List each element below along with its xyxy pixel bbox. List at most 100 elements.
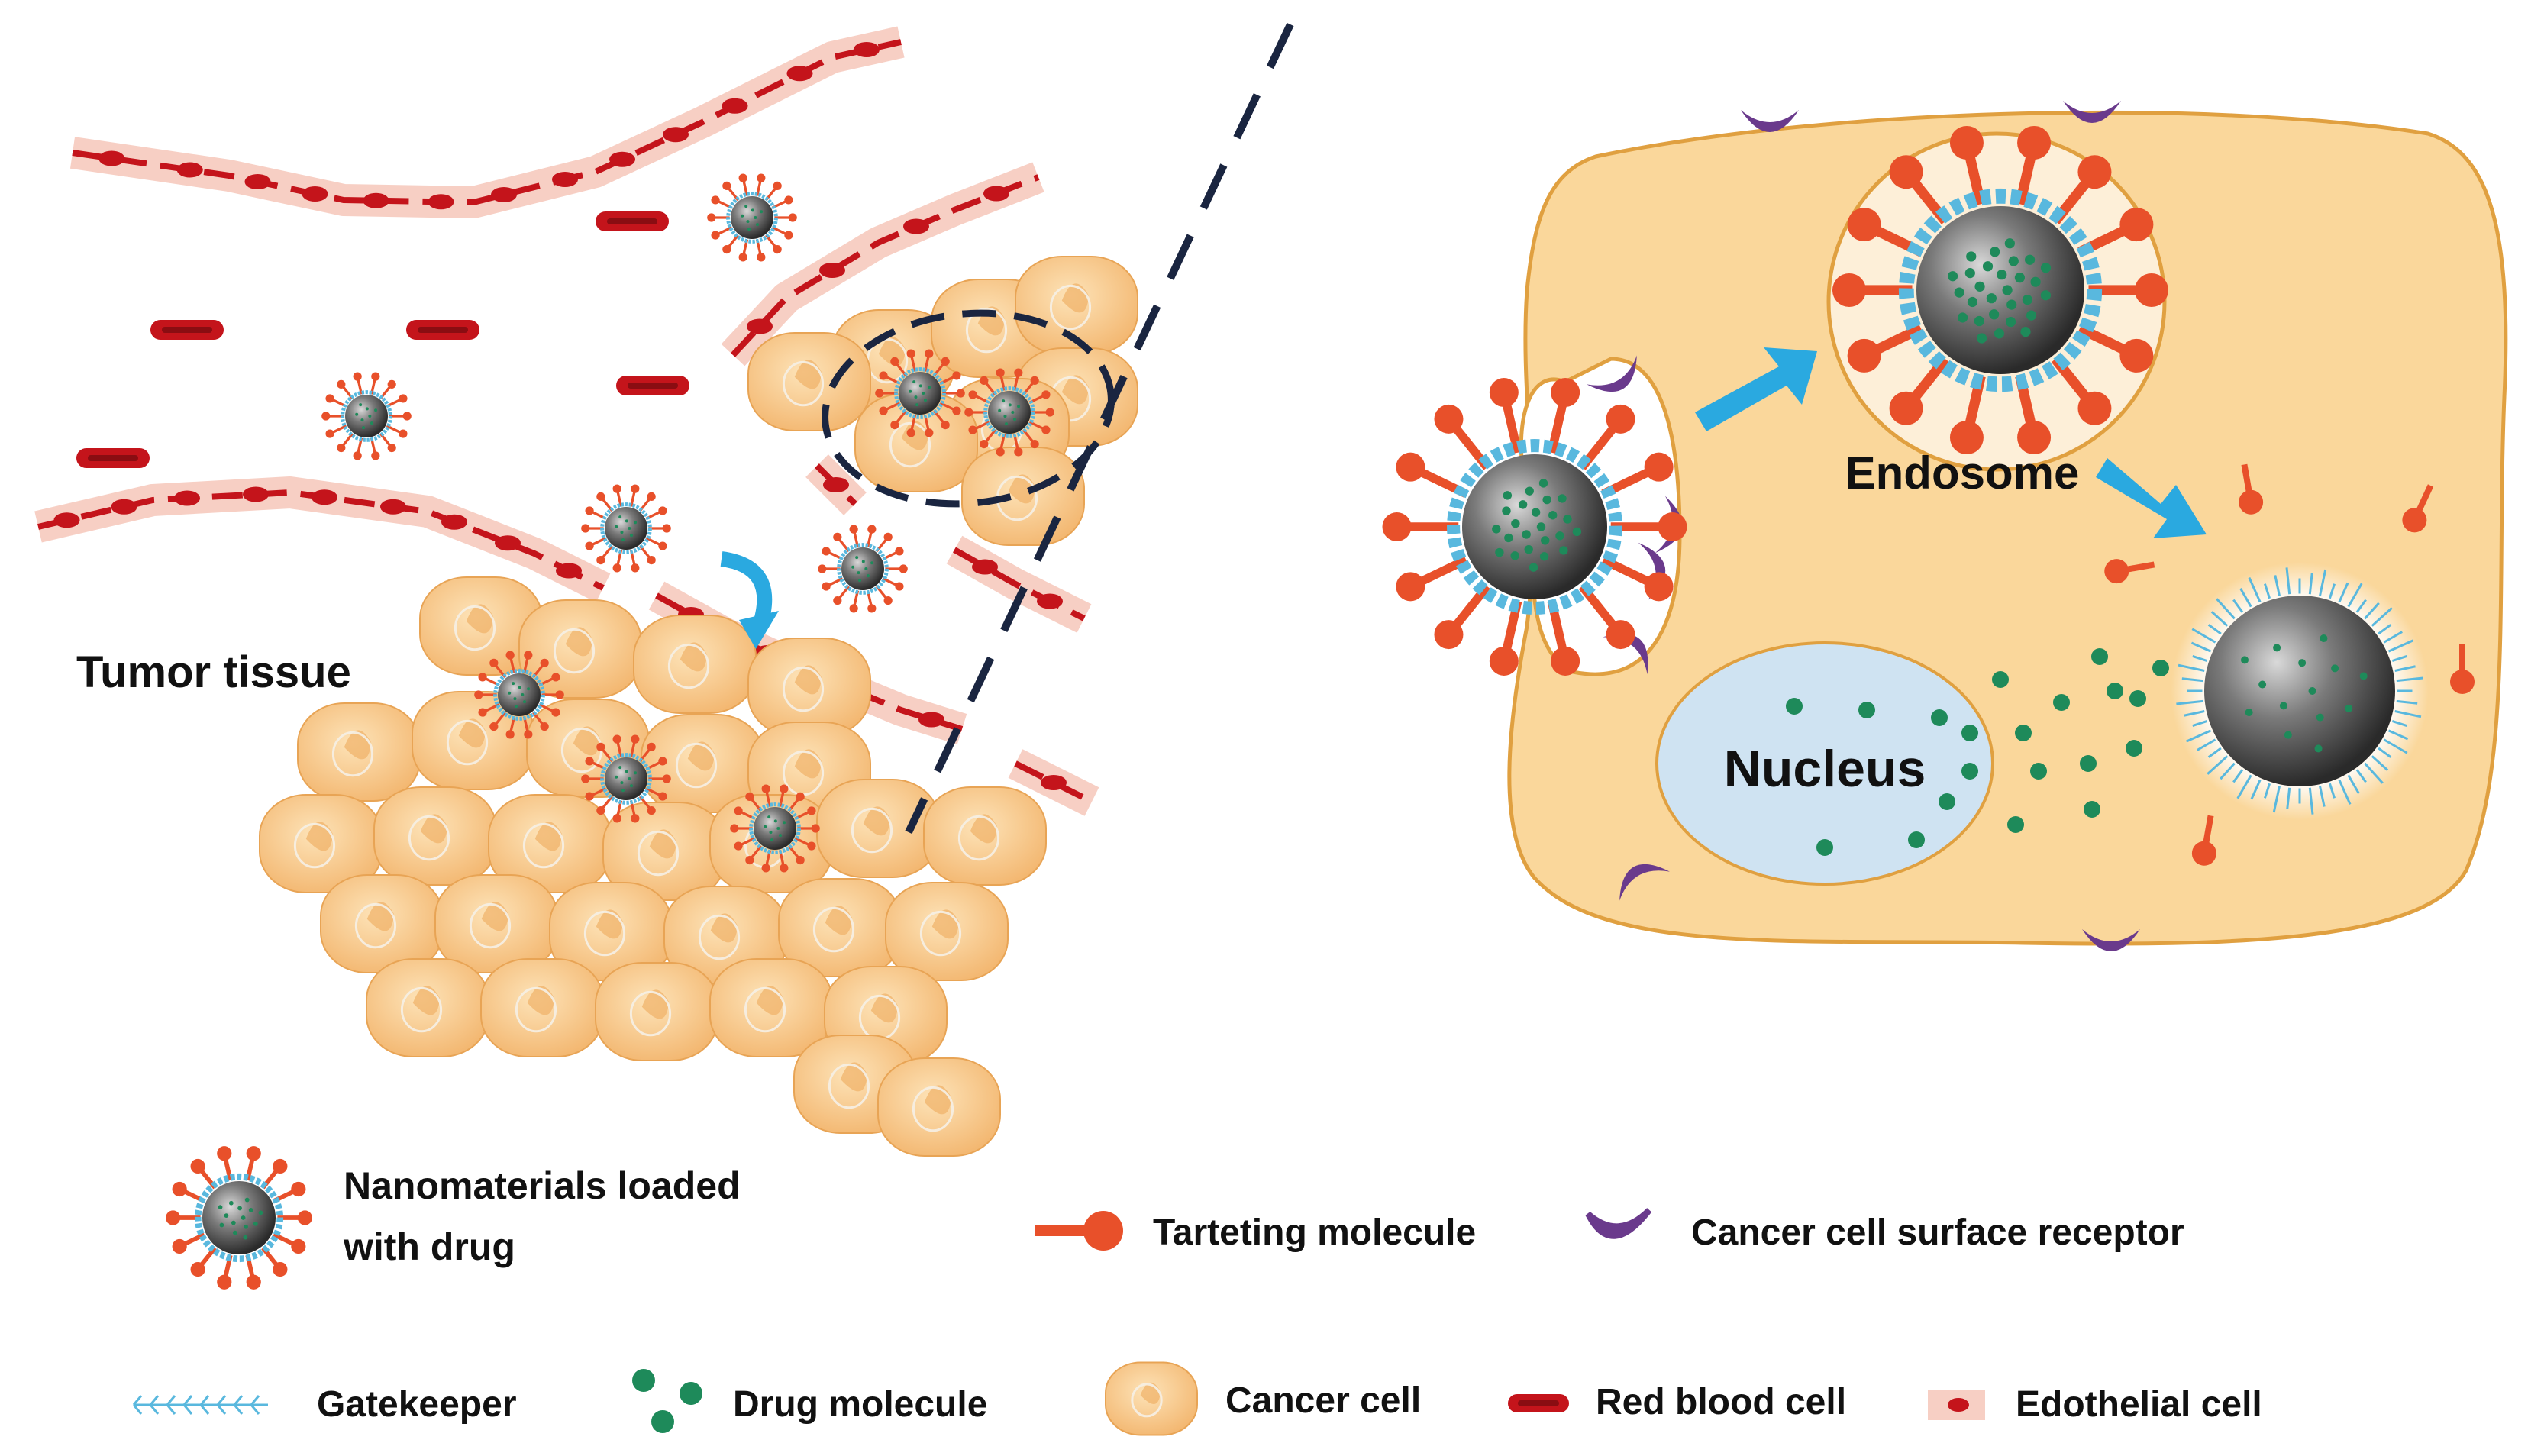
cancer-cell [633, 615, 757, 714]
cancer-cell [709, 958, 833, 1057]
red-blood-cell [406, 320, 479, 340]
cancer-cell [778, 878, 902, 977]
legend-targeting-label: Tarteting molecule [1153, 1212, 1476, 1253]
surface-receptor [2082, 929, 2140, 951]
legend-cancer-cell-icon [1105, 1361, 1198, 1436]
cancer-cell [412, 691, 535, 790]
drug-molecule [1908, 831, 1925, 848]
surface-receptor [1741, 110, 1799, 132]
cancer-cell [877, 1057, 1001, 1157]
released-nanoparticle [2171, 562, 2429, 820]
vessel-wall-bottom-left [34, 476, 611, 602]
legend-endothelial-icon [1928, 1390, 1985, 1420]
targeting-molecule [2402, 484, 2434, 533]
legend-cancer-cell-label: Cancer cell [1225, 1380, 1421, 1421]
nanoparticle [730, 784, 820, 873]
divider-dashed-line [905, 22, 1294, 835]
red-blood-cells [76, 211, 689, 468]
red-blood-cell [596, 211, 669, 231]
cancer-cell [595, 962, 718, 1061]
legend-nanomaterials-line2: with drug [343, 1225, 515, 1268]
drug-molecule [1961, 725, 1978, 741]
cancer-cell [747, 638, 871, 737]
released-targeting-molecules [2104, 463, 2475, 866]
legend-endothelial-label: Edothelial cell [2016, 1384, 2262, 1425]
drug-molecule [2084, 801, 2100, 818]
cancer-cell [923, 786, 1047, 886]
drug-molecule [1931, 709, 1948, 726]
cancer-cell [961, 447, 1085, 546]
legend-nanomaterial-icon [166, 1146, 312, 1290]
cancer-cell [1015, 256, 1138, 355]
targeting-molecule [2104, 559, 2155, 584]
drug-molecule [2007, 816, 2024, 833]
cancer-cell [419, 576, 543, 676]
legend-rbc-label: Red blood cell [1596, 1382, 1846, 1422]
cancer-cell [518, 599, 642, 699]
drug-molecule [2015, 725, 2032, 741]
cancer-cell [434, 874, 558, 973]
targeting-molecule [2450, 644, 2475, 694]
cancer-cell [816, 779, 940, 878]
label-endosome: Endosome [1845, 447, 2080, 499]
highlight-ellipse [822, 309, 1115, 508]
targeting-molecule [2191, 815, 2216, 866]
entering-nanoparticle [1382, 378, 1687, 676]
cancer-cell [602, 802, 726, 901]
surface-receptor [1603, 634, 1648, 675]
vessel-wall-fragment-lower [1008, 749, 1099, 816]
released-drug-molecules [1786, 648, 2169, 856]
drug-molecule [2091, 648, 2108, 665]
legend-drug-label: Drug molecule [733, 1384, 987, 1425]
drug-molecule [1992, 671, 2009, 688]
nanoparticle [818, 525, 908, 613]
legend-gatekeeper-icon [132, 1395, 268, 1415]
red-blood-cell [150, 320, 224, 340]
label-nucleus: Nucleus [1724, 740, 1926, 798]
vessel-wall-top-right [721, 162, 1044, 366]
nanoparticle [964, 368, 1054, 457]
drug-molecule [2030, 763, 2047, 780]
nanoparticle [581, 484, 671, 573]
nanoparticle [707, 173, 797, 262]
blood-vessel-walls [34, 26, 1099, 816]
circulating-nanoparticles [321, 173, 1054, 873]
cancer-cell [885, 882, 1009, 981]
vessel-wall-fragment-right [946, 535, 1092, 633]
legend-drug-icon [632, 1369, 702, 1433]
cancer-cell [366, 958, 489, 1057]
cancer-cell [1105, 1361, 1198, 1436]
drug-molecule [2107, 683, 2123, 699]
surface-receptor [1587, 355, 1637, 392]
label-tumor-tissue: Tumor tissue [76, 647, 351, 697]
nanoparticle [474, 651, 564, 739]
targeting-molecule [2239, 463, 2264, 515]
drug-molecule [1786, 698, 1803, 715]
drug-molecule [2080, 755, 2097, 772]
drug-molecule [2129, 690, 2146, 707]
cancer-cell [259, 794, 383, 893]
drug-molecule [2053, 694, 2070, 711]
transport-arrows [1695, 347, 2207, 538]
vessel-wall-fragment [805, 454, 867, 515]
nanoparticle [875, 349, 965, 437]
surface-receptor [1619, 864, 1670, 901]
drug-molecule [1858, 702, 1875, 718]
nanoparticle [581, 734, 671, 823]
drug-molecule [1961, 763, 1978, 780]
extravasation-arrow [720, 551, 779, 649]
legend-receptor-label: Cancer cell surface receptor [1691, 1212, 2184, 1253]
red-blood-cell [616, 376, 689, 395]
cancer-cell [747, 332, 871, 431]
legend-receptor-icon [1585, 1208, 1652, 1239]
legend-nanomaterials-line1: Nanomaterials loaded [344, 1164, 741, 1207]
nanoparticle [321, 372, 412, 460]
red-blood-cell [76, 448, 150, 468]
legend-rbc-icon [1508, 1394, 1569, 1412]
cell-nanoparticles [1382, 125, 2429, 820]
cancer-cell [320, 874, 444, 973]
drug-molecule [2126, 740, 2142, 757]
cancer-cell [480, 958, 604, 1057]
